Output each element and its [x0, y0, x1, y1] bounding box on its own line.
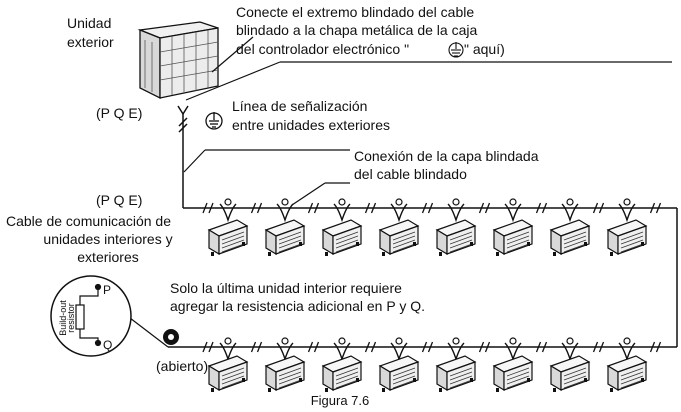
bottom-break-mark — [202, 341, 214, 353]
top-break-mark — [649, 202, 662, 214]
top-tap — [390, 203, 408, 223]
top-tap — [276, 203, 294, 223]
top-indoor-unit — [379, 219, 419, 257]
bottom-indoor-unit — [265, 355, 305, 393]
bottom-indoor-unit — [379, 355, 419, 393]
bottom-break-mark — [307, 341, 320, 353]
top-break-mark — [478, 202, 491, 214]
bottom-shield-loop — [566, 337, 574, 345]
bottom-shield-loop — [452, 337, 460, 345]
top-break-mark — [250, 202, 263, 214]
bottom-break-mark — [592, 341, 605, 353]
ground-symbol — [205, 112, 223, 130]
bottom-break-mark — [250, 341, 263, 353]
resistor-callout — [50, 275, 132, 357]
last-unit-note2: agregar la resistencia adicional en P y … — [170, 298, 425, 314]
bottom-shield-loop — [281, 337, 289, 345]
signal-line-label2: entre unidades exteriores — [232, 117, 390, 133]
top-break-mark — [307, 202, 320, 214]
top-break-mark — [421, 202, 434, 214]
bottom-break-mark — [535, 341, 548, 353]
top-indoor-unit — [550, 219, 590, 257]
bottom-indoor-unit — [208, 355, 248, 393]
shield-note-line2: blindado a la chapa metálica de la caja — [236, 22, 477, 38]
bottom-indoor-unit — [322, 355, 362, 393]
bottom-shield-loop — [623, 337, 631, 345]
shield-note-line3-end: " aquí) — [464, 41, 505, 57]
bottom-shield-loop — [509, 337, 517, 345]
terminal-q: Q — [103, 338, 112, 352]
bottom-break-mark — [421, 341, 434, 353]
top-shield-loop — [224, 198, 232, 206]
bottom-indoor-unit — [436, 355, 476, 393]
indoor-units-bottom-row — [202, 337, 662, 393]
top-shield-loop — [281, 198, 289, 206]
bottom-shield-loop — [224, 337, 232, 345]
bottom-break-mark — [649, 341, 662, 353]
top-tap — [504, 203, 522, 223]
shield-ground-icon — [448, 42, 464, 58]
top-shield-loop — [509, 198, 517, 206]
open-label: (abierto) — [156, 358, 208, 374]
top-tap — [618, 203, 636, 223]
outdoor-unit-label-line1: Unidad — [67, 15, 111, 31]
top-indoor-unit — [493, 219, 533, 257]
resistor-label2: resistor — [66, 303, 76, 333]
top-break-mark — [535, 202, 548, 214]
indoor-units-top-row — [202, 198, 662, 257]
top-break-mark — [592, 202, 605, 214]
bottom-shield-loop — [338, 337, 346, 345]
bottom-break-mark — [478, 341, 491, 353]
top-shield-loop — [566, 198, 574, 206]
outdoor-unit — [137, 21, 219, 100]
top-indoor-unit — [322, 219, 362, 257]
signal-line-label1: Línea de señalización — [232, 98, 367, 114]
terminal-p: P — [103, 283, 111, 297]
outdoor-unit-label-line2: exterior — [67, 34, 114, 50]
bottom-indoor-unit — [550, 355, 590, 393]
bottom-indoor-unit — [607, 355, 647, 393]
top-break-mark — [364, 202, 377, 214]
comm-cable-label3: exteriores — [77, 249, 138, 265]
top-indoor-unit — [607, 219, 647, 257]
resistor-label1: Build-out — [58, 300, 68, 336]
pqe-mid: (P Q E) — [96, 192, 142, 208]
top-tap — [561, 203, 579, 223]
figure-caption: Figura 7.6 — [311, 393, 370, 408]
top-tap — [333, 203, 351, 223]
top-shield-loop — [338, 198, 346, 206]
top-shield-loop — [395, 198, 403, 206]
open-terminal — [163, 329, 179, 345]
shield-note-line1: Conecte el extremo blindado del cable — [236, 4, 474, 20]
top-tap — [447, 203, 465, 223]
last-unit-note1: Solo la última unidad interior requiere — [170, 280, 402, 296]
comm-cable-label2: unidades interiores y — [43, 231, 172, 247]
leader-lines — [129, 36, 672, 348]
shield-layer-label1: Conexión de la capa blindada — [354, 148, 539, 164]
shield-note-line3: del controlador electrónico " — [236, 41, 409, 57]
bottom-shield-loop — [395, 337, 403, 345]
top-shield-loop — [623, 198, 631, 206]
pqe-top: (P Q E) — [96, 105, 142, 121]
bottom-indoor-unit — [493, 355, 533, 393]
top-shield-loop — [452, 198, 460, 206]
shield-layer-label2: del cable blindado — [354, 166, 467, 182]
top-break-mark — [202, 202, 214, 214]
main-cable — [177, 105, 189, 208]
top-indoor-unit — [265, 219, 305, 257]
top-indoor-unit — [208, 219, 248, 257]
comm-cable-label1: Cable de comunicación de — [6, 213, 171, 229]
top-tap — [219, 203, 237, 223]
top-indoor-unit — [436, 219, 476, 257]
bottom-break-mark — [364, 341, 377, 353]
